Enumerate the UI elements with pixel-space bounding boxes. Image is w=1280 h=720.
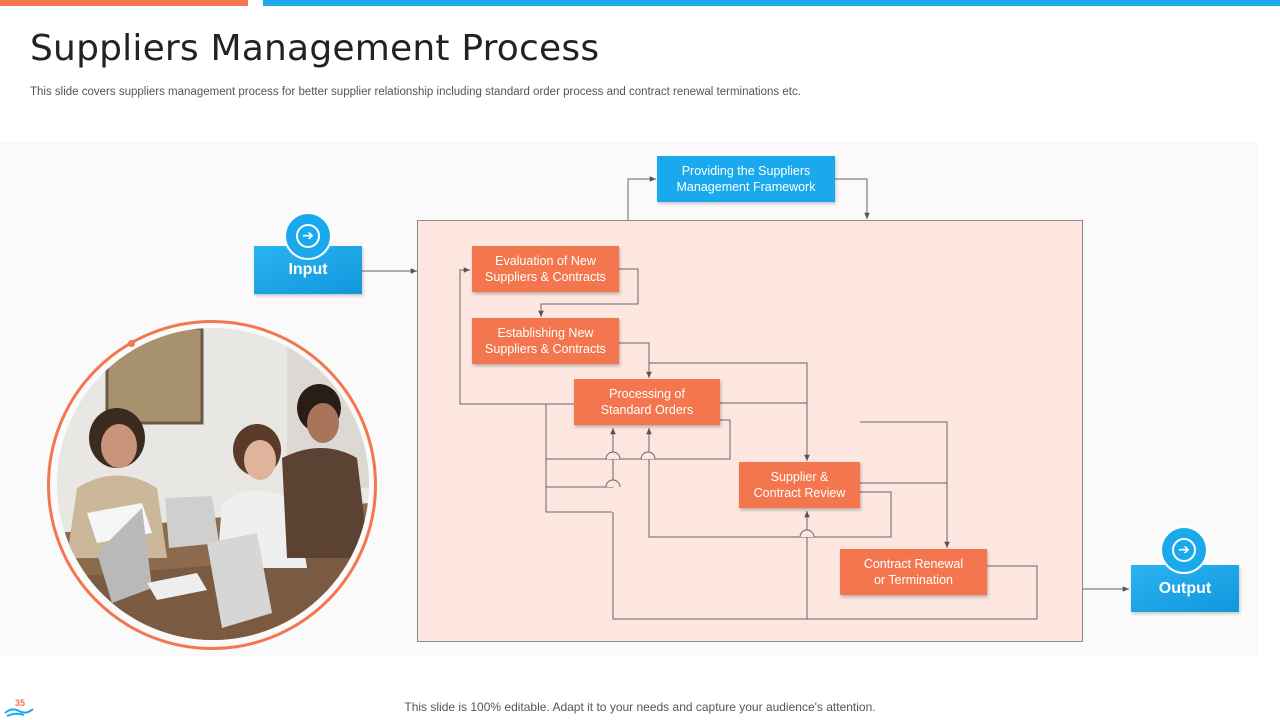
hand-icon [4,708,34,717]
input-label: Input [288,261,328,278]
page-subtitle: This slide covers suppliers management p… [30,86,801,98]
top-accent-bar-orange [0,0,248,6]
connector-framework-frame [835,178,870,219]
photo-ring [47,320,377,650]
step-processing: Processing of Standard Orders [574,379,720,425]
footer-note: This slide is 100% editable. Adapt it to… [404,700,876,714]
connector-frame-framework [627,176,656,220]
input-box: Input [254,246,362,294]
step-evaluation: Evaluation of New Suppliers & Contracts [472,246,619,292]
input-arrow-icon: ➔ [284,212,332,260]
connector-renewal-loop [612,512,1038,620]
connector-loop-evaluation [459,267,546,405]
step-renewal: Contract Renewal or Termination [840,549,987,595]
team-photo [57,328,369,640]
step-review: Supplier & Contract Review [739,462,860,508]
connector-loop-processing [546,428,616,488]
output-arrow-icon: ➔ [1160,526,1208,574]
connector-establish-process [619,342,652,378]
connector-establish-review [649,362,810,461]
connector-review-processing [646,428,892,538]
page-title: Suppliers Management Process [30,28,600,69]
output-label: Output [1158,579,1212,597]
framework-box: Providing the Suppliers Management Frame… [657,156,835,202]
top-accent-bar-blue [263,0,1280,6]
connector-process-down [546,419,731,460]
photo-ring-dot [128,340,135,347]
connector-review-renewal [860,421,950,548]
connector-eval-establish [538,268,639,317]
page-number: 35 [15,698,26,708]
step-establishing: Establishing New Suppliers & Contracts [472,318,619,364]
connector-process-leftloop [545,403,612,513]
